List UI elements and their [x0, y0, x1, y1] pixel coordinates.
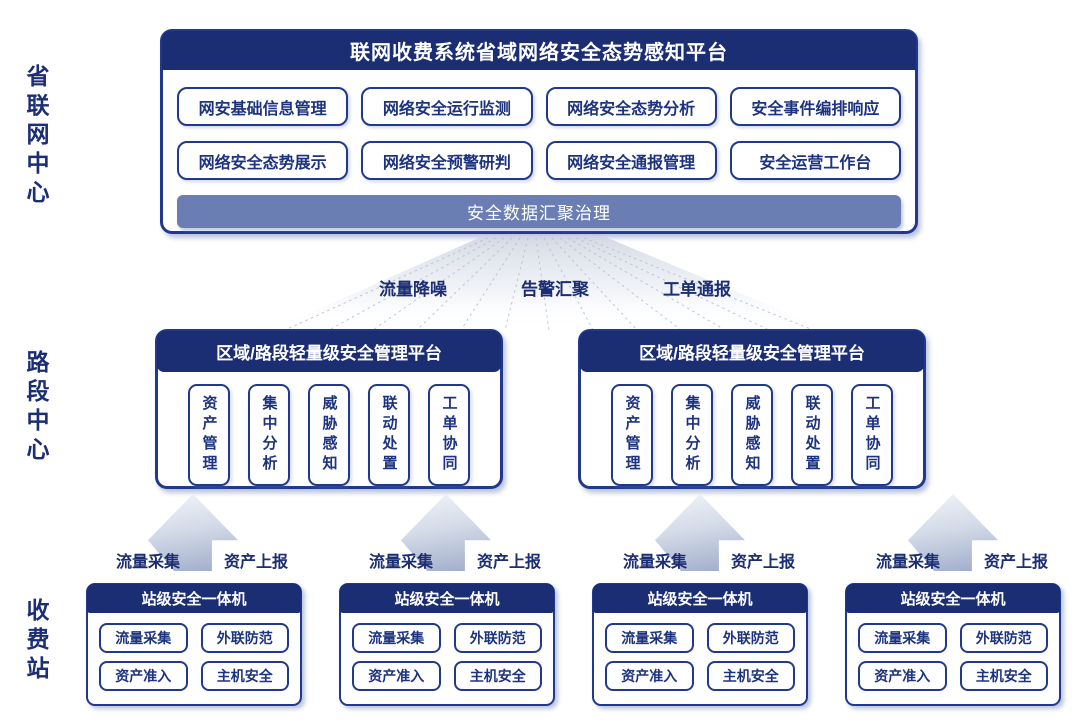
station-module: 外联防范	[706, 623, 795, 653]
flow-label-traffic-denoise: 流量降噪	[379, 280, 447, 299]
provincial-module-row: 网安基础信息管理 网络安全运行监测 网络安全态势分析 安全事件编排响应	[177, 87, 901, 126]
section-module: 工单协同	[851, 384, 893, 486]
section-platform-title: 区域/路段轻量级安全管理平台	[157, 331, 501, 372]
station-module: 资产准入	[605, 661, 694, 691]
section-module: 联动处置	[791, 384, 833, 486]
tier-label-provincial-center: 省联网中心	[23, 64, 49, 209]
provincial-module: 网络安全通报管理	[545, 141, 717, 180]
uplink-label-traffic-collection: 流量采集	[622, 554, 687, 571]
provincial-module: 网络安全预警研判	[361, 141, 533, 180]
provincial-module-row: 网络安全态势展示 网络安全预警研判 网络安全通报管理 安全运营工作台	[177, 141, 901, 180]
station-module: 流量采集	[858, 623, 947, 653]
section-platform-body: 资产管理 集中分析 威胁感知 联动处置 工单协同	[158, 372, 500, 486]
section-module: 资产管理	[188, 384, 230, 486]
station-module: 外联防范	[453, 623, 542, 653]
station-module: 流量采集	[352, 623, 441, 653]
station-title: 站级安全一体机	[846, 584, 1060, 613]
station-body: 流量采集 外联防范 资产准入 主机安全	[88, 613, 300, 691]
flow-label-ticket-notification: 工单通报	[663, 280, 731, 299]
uplink-label-traffic-collection: 流量采集	[875, 554, 940, 571]
station-module: 流量采集	[605, 623, 694, 653]
station-module: 外联防范	[200, 623, 289, 653]
uplink-label-asset-report: 资产上报	[476, 554, 541, 571]
provincial-platform-title: 联网收费系统省域网络安全态势感知平台	[162, 31, 916, 70]
provincial-module: 网络安全运行监测	[361, 87, 533, 126]
flow-label-alert-aggregation: 告警汇聚	[521, 280, 589, 299]
provincial-module: 网络安全态势展示	[177, 141, 349, 180]
section-module: 威胁感知	[308, 384, 350, 486]
uplink-label-asset-report: 资产上报	[983, 554, 1048, 571]
section-platform-panel: 区域/路段轻量级安全管理平台 资产管理 集中分析 威胁感知 联动处置 工单协同	[155, 329, 503, 489]
station-module: 资产准入	[352, 661, 441, 691]
station-module: 主机安全	[959, 661, 1048, 691]
section-platform-body: 资产管理 集中分析 威胁感知 联动处置 工单协同	[581, 372, 923, 486]
station-title: 站级安全一体机	[87, 584, 301, 613]
tier-label-toll-station: 收费站	[23, 598, 49, 685]
provincial-module: 网络安全态势分析	[545, 87, 717, 126]
section-platform-panel: 区域/路段轻量级安全管理平台 资产管理 集中分析 威胁感知 联动处置 工单协同	[578, 329, 926, 489]
uplink-label-traffic-collection: 流量采集	[115, 554, 180, 571]
section-module: 联动处置	[368, 384, 410, 486]
station-module: 流量采集	[99, 623, 188, 653]
station-panel: 站级安全一体机 流量采集 外联防范 资产准入 主机安全	[845, 583, 1061, 706]
uplink-label-asset-report: 资产上报	[223, 554, 288, 571]
station-title: 站级安全一体机	[593, 584, 807, 613]
station-panel: 站级安全一体机 流量采集 外联防范 资产准入 主机安全	[86, 583, 302, 706]
data-flow-fan-icon	[272, 236, 828, 331]
section-module: 集中分析	[671, 384, 713, 486]
security-data-governance-bar: 安全数据汇聚治理	[177, 195, 901, 228]
section-module: 威胁感知	[731, 384, 773, 486]
provincial-module: 安全事件编排响应	[729, 87, 901, 126]
station-module: 外联防范	[959, 623, 1048, 653]
station-module: 主机安全	[200, 661, 289, 691]
station-module: 主机安全	[706, 661, 795, 691]
tier-label-section-center: 路段中心	[23, 350, 49, 466]
uplink-label-asset-report: 资产上报	[730, 554, 795, 571]
station-body: 流量采集 外联防范 资产准入 主机安全	[594, 613, 806, 691]
uplink-label-traffic-collection: 流量采集	[368, 554, 433, 571]
station-module: 主机安全	[453, 661, 542, 691]
station-body: 流量采集 外联防范 资产准入 主机安全	[341, 613, 553, 691]
provincial-module: 网安基础信息管理	[177, 87, 349, 126]
station-panel: 站级安全一体机 流量采集 外联防范 资产准入 主机安全	[592, 583, 808, 706]
station-panel: 站级安全一体机 流量采集 外联防范 资产准入 主机安全	[339, 583, 555, 706]
section-platform-title: 区域/路段轻量级安全管理平台	[580, 331, 924, 372]
provincial-platform-panel: 联网收费系统省域网络安全态势感知平台 网安基础信息管理 网络安全运行监测 网络安…	[160, 29, 918, 234]
provincial-platform-body: 网安基础信息管理 网络安全运行监测 网络安全态势分析 安全事件编排响应 网络安全…	[163, 70, 915, 228]
section-module: 工单协同	[428, 384, 470, 486]
section-module: 资产管理	[611, 384, 653, 486]
provincial-module: 安全运营工作台	[729, 141, 901, 180]
station-body: 流量采集 外联防范 资产准入 主机安全	[847, 613, 1059, 691]
section-module: 集中分析	[248, 384, 290, 486]
station-title: 站级安全一体机	[340, 584, 554, 613]
station-module: 资产准入	[858, 661, 947, 691]
station-module: 资产准入	[99, 661, 188, 691]
